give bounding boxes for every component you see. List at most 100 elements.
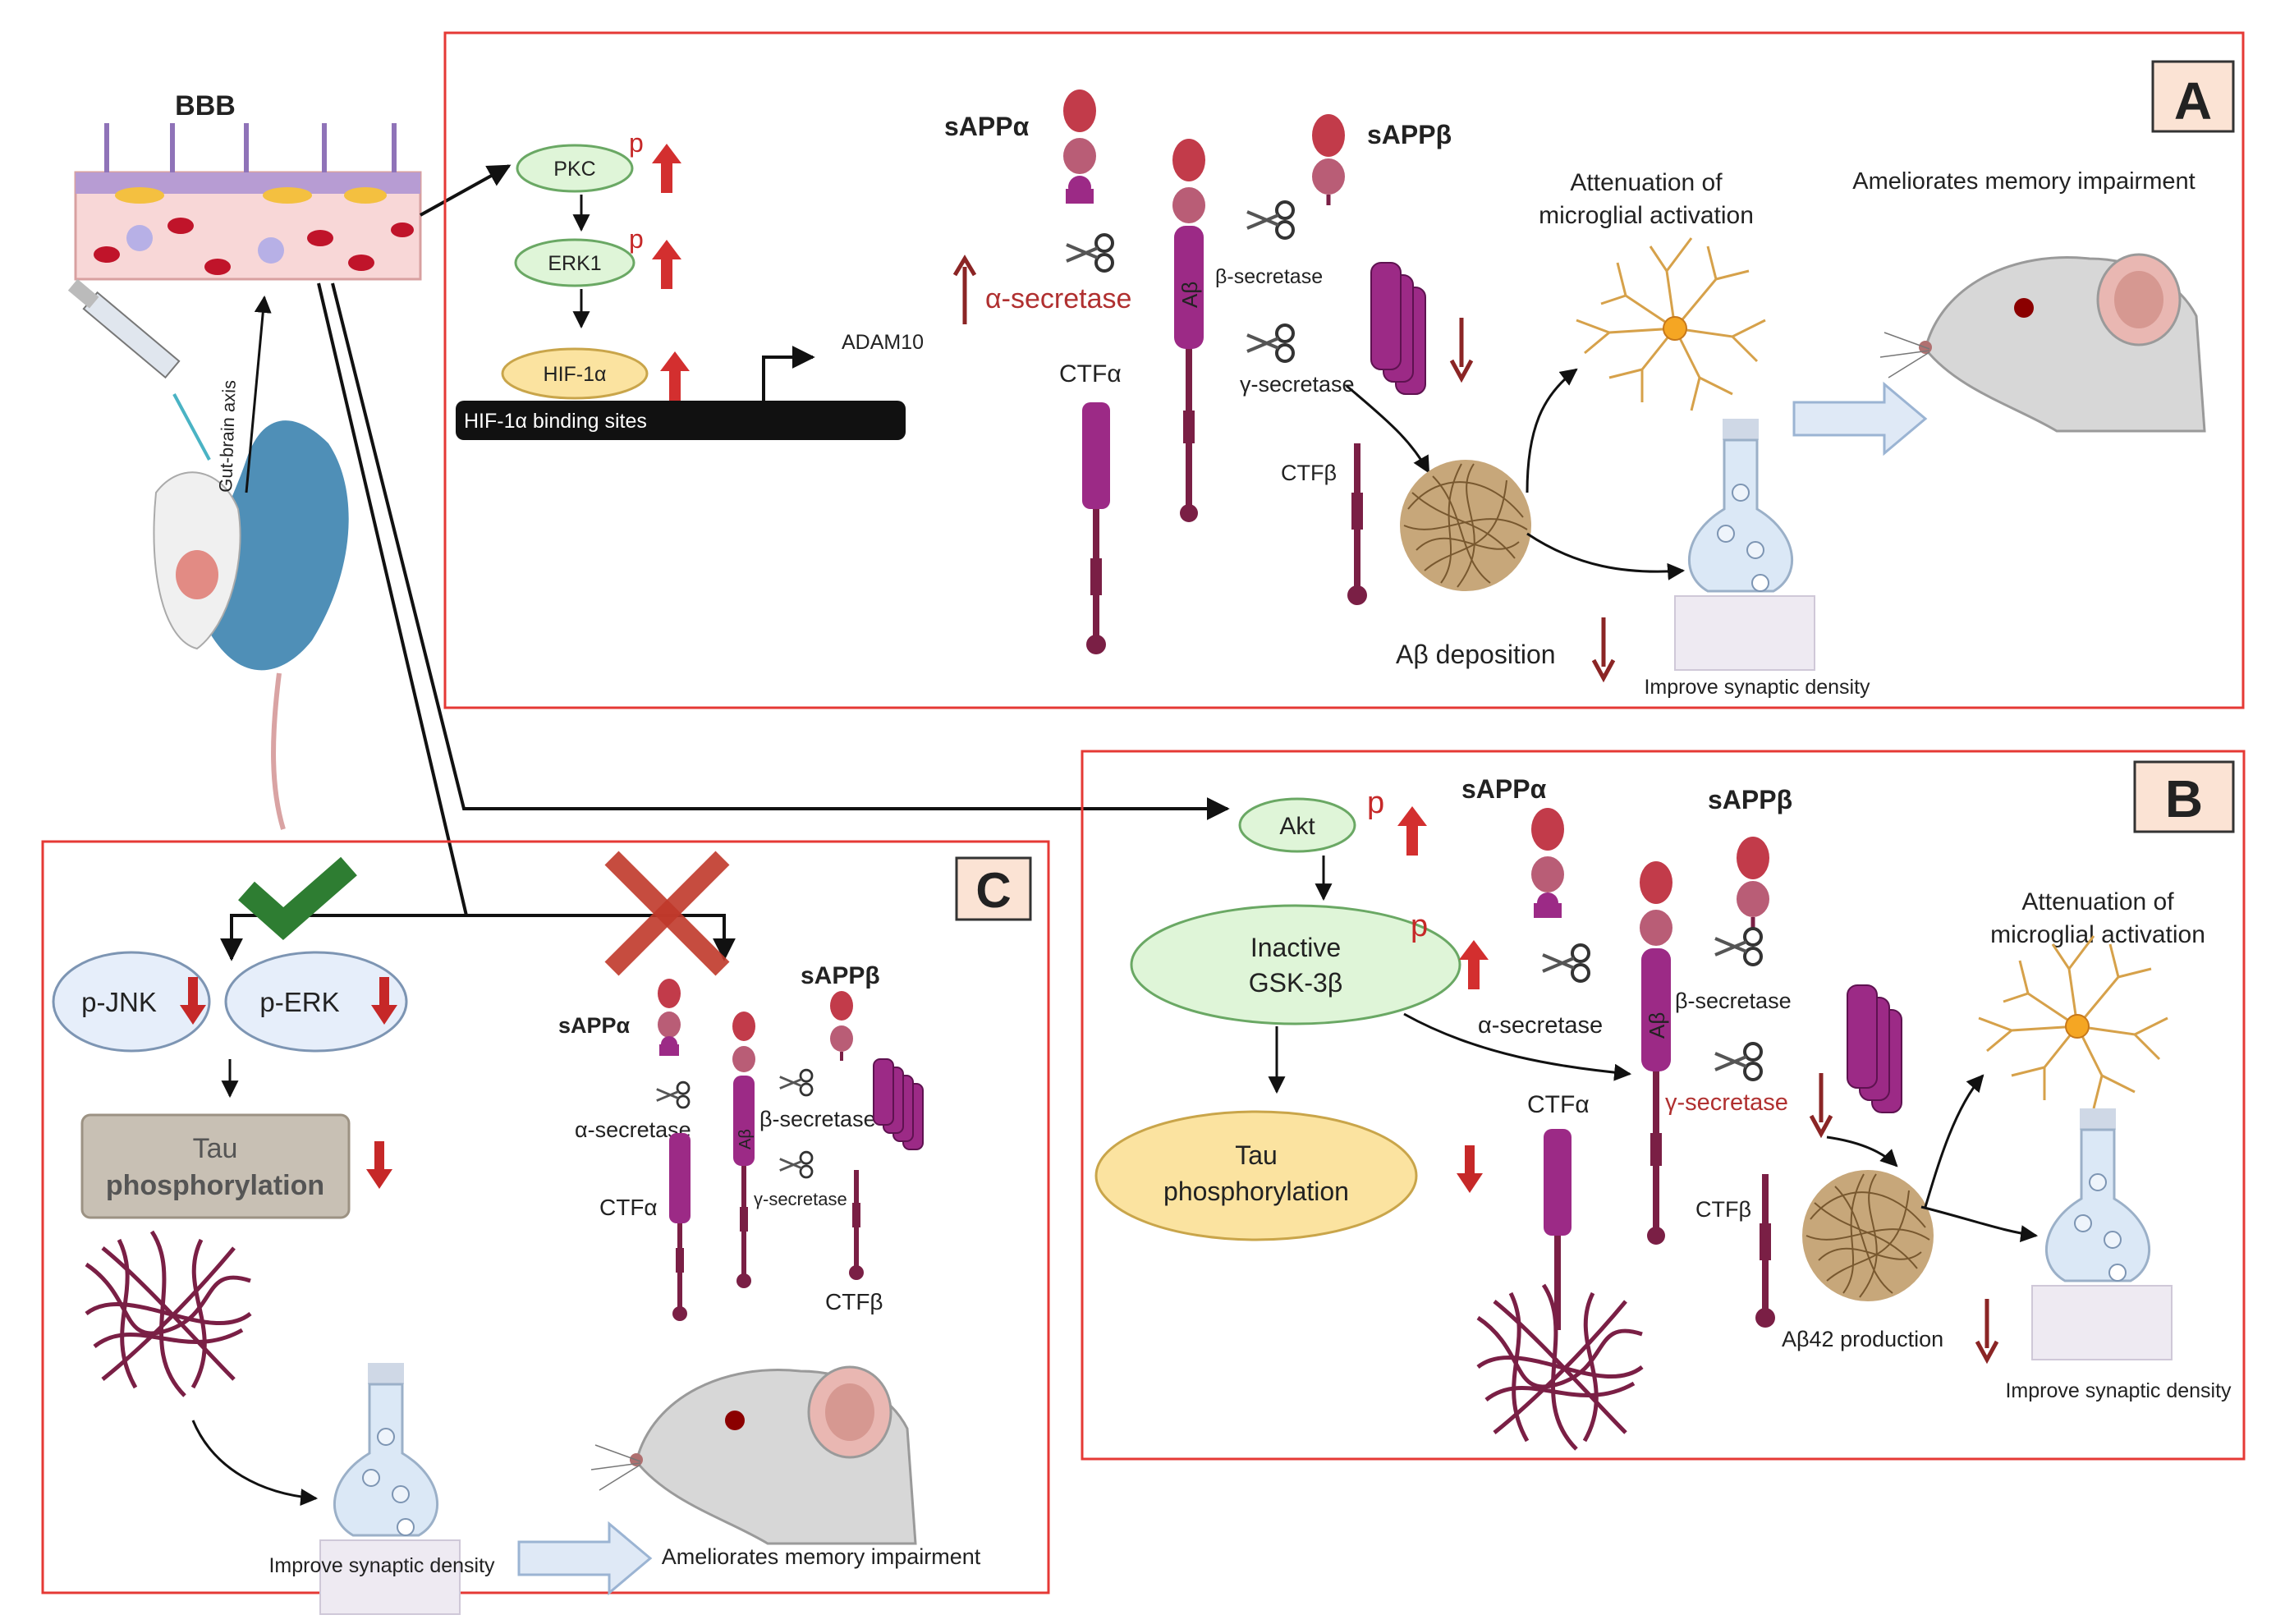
- gsk3b-node: [1130, 904, 1461, 1025]
- sappb-label-a: sAPPβ: [1367, 120, 1452, 149]
- synapse-icon: [1673, 417, 1816, 672]
- panel-c-letter: C: [975, 863, 1011, 918]
- ctfa-label-a: CTFα: [1059, 360, 1122, 388]
- sappb-label-b: sAPPβ: [1708, 785, 1792, 814]
- tau-label-c1: Tau: [193, 1133, 238, 1164]
- app-protein-b: [1640, 861, 1672, 1245]
- microglia-label-a2: microglial activation: [1539, 202, 1754, 229]
- sappa-fragment-a: [1063, 89, 1096, 204]
- synaptic-label-b: Improve synaptic density: [2005, 1379, 2232, 1402]
- scissors-icon: [655, 1080, 691, 1109]
- mouse-head-icon: [590, 1365, 917, 1545]
- mouse-head-icon: [1879, 253, 2206, 433]
- syringe-icon: [67, 278, 211, 461]
- gsk3b-p: p: [1411, 909, 1428, 943]
- ctfa-fragment-b: [1544, 1129, 1572, 1330]
- pjnk-node: [52, 951, 211, 1053]
- gamma-secretase-label-c: γ-secretase: [754, 1189, 847, 1209]
- gamma-secretase-label-b: γ-secretase: [1665, 1090, 1788, 1116]
- ctfb-fragment-c: [849, 1170, 864, 1280]
- tau-label-c2: phosphorylation: [106, 1170, 324, 1201]
- sappb-label-c: sAPPβ: [801, 962, 880, 989]
- blood-cells: [94, 218, 414, 275]
- ctfb-label-a: CTFβ: [1281, 461, 1337, 485]
- ctfb-fragment-a: [1347, 443, 1367, 605]
- erk1-node: [514, 238, 635, 287]
- perk-node: [224, 951, 408, 1053]
- abeta-oligomer-b: [1847, 984, 1902, 1113]
- pkc-node: [516, 144, 634, 193]
- down-arrow-icon: [1811, 1073, 1831, 1134]
- bbb-label: BBB: [175, 90, 236, 122]
- gamma-secretase-label-a: γ-secretase: [1240, 372, 1355, 397]
- abeta-label-b: Aβ: [1645, 1012, 1669, 1039]
- ab42-label: Aβ42 production: [1782, 1327, 1943, 1351]
- beta-secretase-label-b: β-secretase: [1675, 989, 1792, 1013]
- abeta-fibril: [1399, 459, 1532, 592]
- adam10-label: ADAM10: [842, 331, 924, 354]
- pjnk-label: p-JNK: [81, 987, 157, 1017]
- alpha-secretase-label-b: α-secretase: [1478, 1012, 1603, 1039]
- erk1-label: ERK1: [548, 252, 601, 275]
- tau-node-b: [1094, 1110, 1418, 1241]
- outcome-arrow: [1792, 383, 1927, 455]
- abeta-oligomer-a: [1370, 262, 1426, 395]
- scissors-icon: [1541, 943, 1590, 983]
- abeta-label-a: Aβ: [1177, 282, 1202, 308]
- panel-a: A PKC p ERK1 p HIF-1α HIF-1α binding sit…: [443, 31, 2245, 709]
- up-arrow-icon: [1397, 806, 1427, 856]
- alpha-secretase-up: [952, 255, 977, 324]
- microglia-icon: [1575, 236, 1767, 412]
- abeta-label-c: Aβ: [736, 1129, 755, 1149]
- tau-node-c: [80, 1113, 351, 1219]
- bbb-endfeet: [104, 123, 397, 172]
- pkc-p: p: [629, 128, 644, 158]
- up-arrow-icon: [652, 240, 681, 289]
- alpha-secretase-label-a: α-secretase: [985, 283, 1131, 314]
- hif-node: [501, 347, 649, 400]
- sappa-fragment-b: [1531, 808, 1564, 918]
- outcome-arrow: [517, 1522, 652, 1594]
- erk1-p: p: [629, 224, 644, 254]
- scissors-icon: [1714, 1042, 1763, 1081]
- synapse-icon: [2030, 1107, 2173, 1361]
- ctfa-fragment-a: [1082, 402, 1110, 654]
- cross-icon: [604, 851, 730, 976]
- tau-tangle-icon: [86, 1232, 250, 1396]
- sappa-label-b: sAPPα: [1461, 774, 1547, 804]
- panel-c: C p-JNK p-ERK Tau phosphorylation Improv…: [41, 840, 1050, 1616]
- akt-node: [1238, 797, 1356, 853]
- app-protein-a: [1172, 139, 1205, 522]
- hif-binding-label: HIF-1α binding sites: [464, 410, 647, 433]
- ctfa-label-b: CTFα: [1527, 1091, 1590, 1118]
- microglia-label-b1: Attenuation of: [2021, 888, 2174, 915]
- sappa-fragment-c: [658, 979, 681, 1056]
- gut-brain-axis-label: Gut-brain axis: [215, 379, 240, 493]
- down-arrow-icon: [1457, 1145, 1483, 1193]
- down-arrow-icon: [366, 1141, 392, 1189]
- mouse-injection: Gut-brain axis: [67, 278, 349, 830]
- sappb-fragment-b: [1737, 837, 1769, 928]
- hif-binding-sites: [456, 401, 906, 440]
- up-arrow-icon: [660, 351, 690, 401]
- microglia-label-b2: microglial activation: [1990, 921, 2205, 948]
- ctfa-fragment-c: [669, 1133, 691, 1321]
- beta-secretase-label-c: β-secretase: [759, 1107, 876, 1131]
- scissors-icon: [778, 1150, 814, 1179]
- sappa-label-c: sAPPα: [558, 1013, 631, 1038]
- up-arrow-icon: [652, 144, 681, 193]
- bbb-connectors: [220, 164, 1230, 961]
- down-arrow-icon: [1594, 617, 1613, 678]
- microglia-icon: [1977, 934, 2169, 1110]
- sappb-fragment-c: [830, 991, 853, 1061]
- scissors-icon: [1246, 323, 1295, 363]
- hif-label: HIF-1α: [544, 363, 607, 386]
- microglia-label-a1: Attenuation of: [1570, 169, 1723, 196]
- pkc-label: PKC: [553, 158, 595, 181]
- gsk3b-label2: GSK-3β: [1249, 968, 1342, 998]
- scissors-icon: [778, 1068, 814, 1097]
- abeta-deposition-label: Aβ deposition: [1396, 640, 1556, 669]
- gsk3b-label1: Inactive: [1250, 933, 1341, 962]
- synaptic-label-a: Improve synaptic density: [1644, 676, 1870, 699]
- perk-label: p-ERK: [259, 987, 339, 1017]
